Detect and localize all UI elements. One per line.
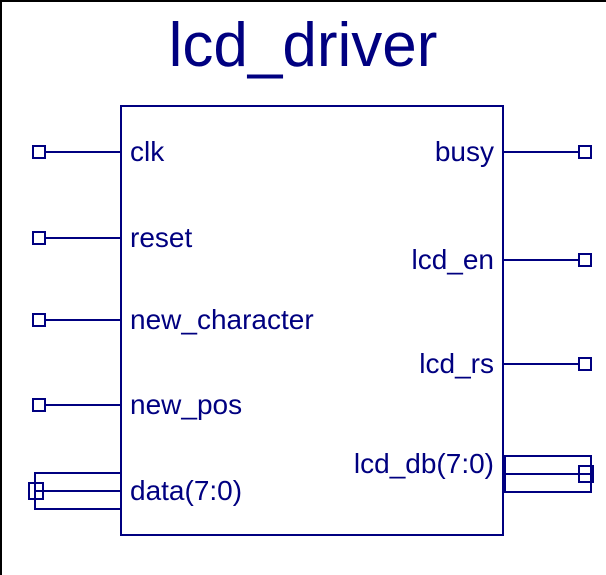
- page-frame-top-border: [0, 0, 606, 2]
- port-label-lcd-db: lcd_db(7:0): [353, 448, 494, 479]
- pin-box-new-pos[interactable]: [32, 398, 46, 412]
- port-label-data: data(7:0): [130, 475, 243, 506]
- wire-new-pos: [46, 404, 122, 406]
- wire-new-character: [46, 319, 122, 321]
- port-label-lcd-en: lcd_en: [411, 244, 494, 275]
- wire-clk: [46, 151, 122, 153]
- page-frame-left-border: [0, 0, 2, 575]
- symbol-title: lcd_driver: [168, 11, 438, 80]
- pin-box-clk[interactable]: [32, 145, 46, 159]
- port-label-reset: reset: [130, 222, 193, 253]
- pin-box-lcd-rs[interactable]: [578, 357, 592, 371]
- bus-midline-lcd-db: [504, 473, 590, 475]
- bus-midline-data: [36, 490, 122, 492]
- wire-reset: [46, 237, 122, 239]
- wire-lcd-rs: [504, 363, 580, 365]
- wire-busy: [504, 151, 580, 153]
- wire-lcd-en: [504, 259, 580, 261]
- pin-box-reset[interactable]: [32, 231, 46, 245]
- pin-box-busy[interactable]: [578, 145, 592, 159]
- pin-box-new-character[interactable]: [32, 313, 46, 327]
- port-label-lcd-rs: lcd_rs: [419, 348, 494, 379]
- pin-box-lcd-en[interactable]: [578, 253, 592, 267]
- port-label-new-pos: new_pos: [130, 389, 243, 420]
- port-label-busy: busy: [434, 136, 494, 167]
- port-label-new-character: new_character: [130, 304, 314, 335]
- port-label-clk: clk: [130, 136, 165, 167]
